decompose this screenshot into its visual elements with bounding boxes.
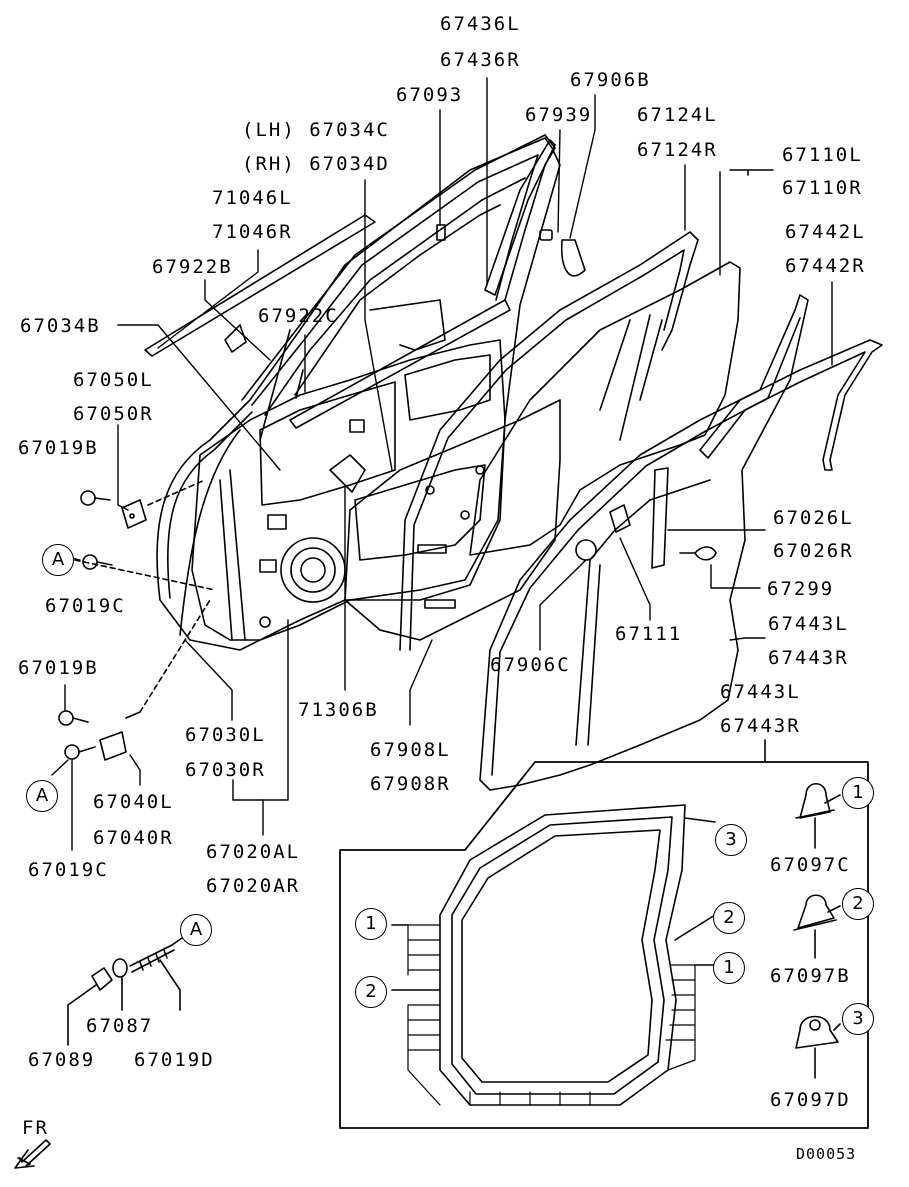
clips (793, 782, 841, 1079)
label-67939: 67939 (525, 104, 593, 126)
label-67110R: 67110R (782, 177, 863, 199)
leader-lines (51, 77, 833, 851)
label-71306B: 71306B (298, 699, 379, 721)
callout-1-left: 1 (355, 908, 387, 940)
label-67040L: 67040L (93, 791, 174, 813)
hinge-area-parts (58, 479, 216, 761)
label-67050L: 67050L (73, 369, 154, 391)
label-67906C: 67906C (490, 654, 571, 676)
callout-a-bolt: A (180, 914, 212, 946)
callout-1-clip: 1 (842, 777, 874, 809)
label-67299: 67299 (767, 578, 835, 600)
section-hatch (407, 924, 696, 1106)
label-67050R: 67050R (73, 403, 154, 425)
callout-a-lower: A (26, 780, 58, 812)
inset-box (339, 739, 869, 1129)
diagram-code: D00053 (796, 1145, 857, 1163)
label-67019C-upper: 67019C (45, 595, 126, 617)
callout-3-right: 3 (715, 824, 747, 856)
label-67124L: 67124L (637, 104, 718, 126)
run-channel (436, 139, 586, 296)
bolt-assembly (67, 937, 183, 1046)
label-67093: 67093 (396, 84, 464, 106)
label-67436R: 67436R (440, 49, 521, 71)
callout-2-left: 2 (355, 976, 387, 1008)
label-71046L: 71046L (212, 187, 293, 209)
label-67436L: 67436L (440, 13, 521, 35)
callout-a-upper: A (42, 544, 74, 576)
label-67087: 67087 (86, 1015, 154, 1037)
label-67111: 67111 (615, 623, 683, 645)
label-67443R-upper: 67443R (768, 647, 849, 669)
label-67026R: 67026R (773, 540, 854, 562)
label-67097D: 67097D (770, 1089, 851, 1111)
callout-3-clip: 3 (842, 1003, 874, 1035)
label-67020AL: 67020AL (206, 841, 301, 863)
label-67922B: 67922B (152, 256, 233, 278)
door-glass (469, 261, 741, 556)
label-67906B: 67906B (570, 69, 651, 91)
label-67034D: (RH) 67034D (242, 153, 390, 175)
door-outer-panel (156, 137, 561, 651)
door-opening-weatherstrip (479, 294, 809, 791)
door-window-frame (241, 134, 556, 416)
label-67097C: 67097C (770, 854, 851, 876)
label-67908R: 67908R (370, 773, 451, 795)
label-67443L-lower: 67443L (720, 681, 801, 703)
label-67097B: 67097B (770, 965, 851, 987)
belt-moldings (144, 214, 511, 441)
label-67922C: 67922C (258, 305, 339, 327)
sealing-cover (344, 399, 561, 641)
regulator-guide (575, 467, 717, 569)
callout-2-clip: 2 (842, 888, 874, 920)
label-67110L: 67110L (782, 144, 863, 166)
label-67019B-lower: 67019B (18, 657, 99, 679)
callout-1-right: 1 (713, 952, 745, 984)
label-71046R: 71046R (212, 221, 293, 243)
label-67019B-upper: 67019B (18, 437, 99, 459)
door-weatherstrip (699, 339, 883, 471)
callout-2-right: 2 (713, 902, 745, 934)
label-67026L: 67026L (773, 507, 854, 529)
label-67034C: (LH) 67034C (242, 119, 390, 141)
label-67442L: 67442L (785, 221, 866, 243)
label-67020AR: 67020AR (206, 875, 301, 897)
label-67443R-lower: 67443R (720, 715, 801, 737)
label-67030R: 67030R (185, 759, 266, 781)
label-67034B: 67034B (20, 315, 101, 337)
label-67442R: 67442R (785, 255, 866, 277)
label-67908L: 67908L (370, 739, 451, 761)
label-67040R: 67040R (93, 827, 174, 849)
front-arrow-icon (14, 1139, 51, 1169)
label-67030L: 67030L (185, 724, 266, 746)
label-67124R: 67124R (637, 139, 718, 161)
label-front: FR (22, 1117, 49, 1139)
label-67089: 67089 (28, 1049, 96, 1071)
label-67443L-upper: 67443L (768, 613, 849, 635)
label-67019C-lower: 67019C (28, 859, 109, 881)
label-67019D: 67019D (134, 1049, 215, 1071)
glass-run-weatherstrip (399, 231, 699, 651)
door-inner-panel (191, 299, 506, 641)
